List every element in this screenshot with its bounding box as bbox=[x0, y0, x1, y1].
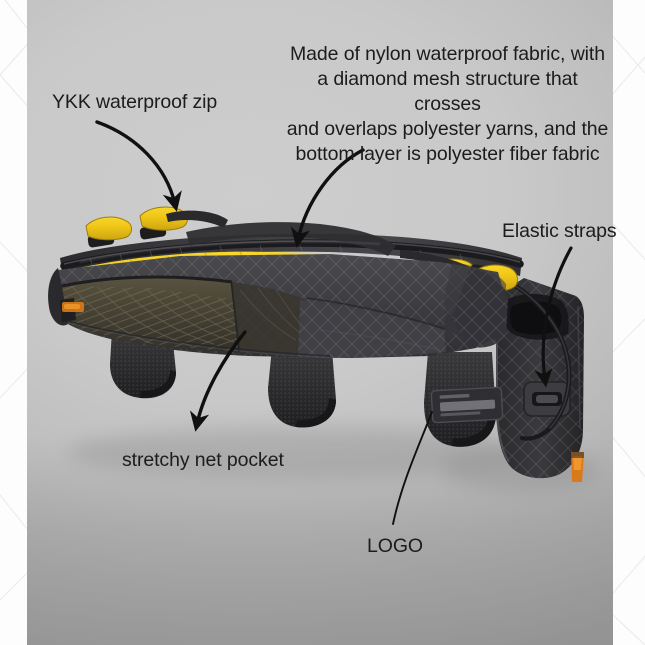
callout-stretchy-net-pocket: stretchy net pocket bbox=[122, 449, 284, 471]
callout-fabric-description: Made of nylon waterproof fabric, with a … bbox=[286, 43, 609, 165]
left-edge-pattern bbox=[0, 0, 27, 645]
callout-ykk-zip: YKK waterproof zip bbox=[52, 91, 218, 113]
callout-logo: LOGO bbox=[367, 535, 423, 557]
callout-elastic-straps: Elastic straps bbox=[502, 220, 617, 242]
left-edge-strip bbox=[0, 0, 27, 645]
right-edge-pattern bbox=[613, 0, 645, 645]
right-edge-strip bbox=[613, 0, 645, 645]
